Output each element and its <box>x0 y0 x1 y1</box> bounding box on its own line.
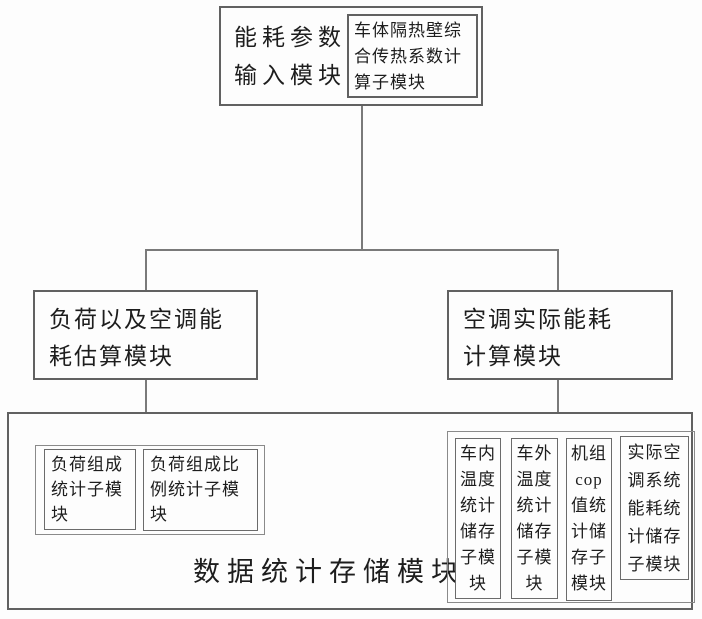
connector-left-drop <box>145 249 147 292</box>
data-storage-module-box: 数据统计存储模块 负荷组成 统计子模 块 负荷组成比 例统计子模 块 车内 温度… <box>7 412 695 610</box>
exterior-temp-submodule-box: 车外 温度 统计 储存 子模 块 <box>511 438 558 599</box>
storage-statistics-group-box: 车内 温度 统计 储存 子模 块 车外 温度 统计 储存 子模 块 机组 cop… <box>447 431 695 603</box>
input-module-box: 能耗参数 输入模块 车体隔热壁综 合传热系数计 算子模块 <box>219 6 483 106</box>
actual-consumption-submodule-box: 实际空 调系统 能耗统 计储存 子模块 <box>620 436 689 580</box>
connector-right-to-storage <box>557 380 559 433</box>
connector-top-vertical <box>361 106 363 251</box>
connector-right-drop <box>557 249 559 292</box>
connector-branch-horizontal <box>145 249 559 251</box>
data-storage-module-label: 数据统计存储模块 <box>193 557 465 587</box>
load-composition-submodule-box: 负荷组成 统计子模 块 <box>44 449 136 530</box>
heat-transfer-submodule-box: 车体隔热壁综 合传热系数计 算子模块 <box>347 14 478 98</box>
actual-energy-module-box: 空调实际能耗 计算模块 <box>447 290 673 380</box>
cop-submodule-box: 机组 cop 值统 计储 存子 模块 <box>566 438 612 601</box>
load-proportion-submodule-box: 负荷组成比 例统计子模 块 <box>143 449 258 531</box>
load-statistics-group-box: 负荷组成 统计子模 块 负荷组成比 例统计子模 块 <box>35 445 265 535</box>
input-module-label: 能耗参数 输入模块 <box>234 25 346 88</box>
interior-temp-submodule-box: 车内 温度 统计 储存 子模 块 <box>455 438 501 599</box>
load-estimation-module-box: 负荷以及空调能 耗估算模块 <box>33 290 258 380</box>
